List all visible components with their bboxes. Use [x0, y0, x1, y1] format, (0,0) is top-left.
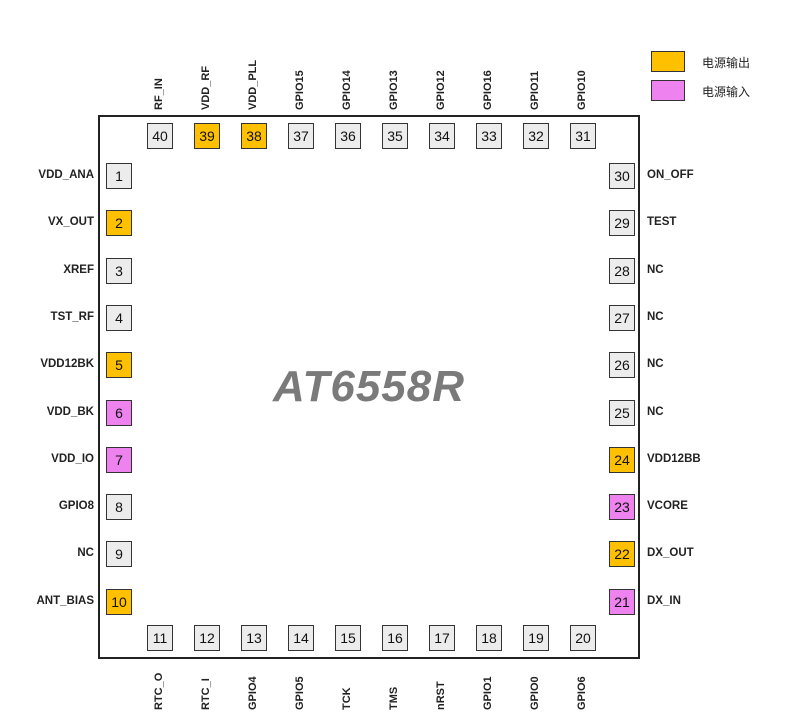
pin-28-box: 28	[609, 257, 635, 284]
pin-32-box: 32	[523, 123, 549, 149]
pin-4-label: TST_RF	[50, 310, 94, 323]
pin-3-label: XREF	[63, 263, 94, 276]
pin-18-label: GPIO1	[482, 676, 494, 710]
pin-9-box: 9	[106, 541, 132, 568]
pin-28-label: NC	[647, 263, 664, 276]
pin-16-box: 16	[382, 625, 408, 651]
chip-outline	[98, 115, 640, 659]
pin-24-box: 24	[609, 446, 635, 473]
pin-25-box: 25	[609, 399, 635, 426]
pin-5-box: 5	[106, 352, 132, 379]
pin-39-box: 39	[194, 123, 220, 149]
pin-4-box: 4	[106, 304, 132, 331]
pin-7-box: 7	[106, 446, 132, 473]
pin-37-box: 37	[288, 123, 314, 149]
pin-27-label: NC	[647, 310, 664, 323]
legend-label-input: 电源输入	[702, 85, 751, 99]
pin-14-box: 14	[288, 625, 314, 651]
pin-23-box: 23	[609, 494, 635, 521]
pin-32-label: GPIO11	[529, 70, 541, 110]
pin-9-label: NC	[77, 547, 94, 560]
pin-1-box: 1	[106, 163, 132, 189]
pin-22-label: DX_OUT	[647, 547, 694, 560]
pin-19-box: 19	[523, 625, 549, 651]
pin-24-label: VDD12BB	[647, 452, 701, 465]
pin-36-box: 36	[335, 123, 361, 149]
pin-2-label: VX_OUT	[47, 216, 94, 229]
pin-35-label: GPIO13	[388, 70, 400, 110]
pin-35-box: 35	[382, 123, 408, 149]
pin-17-box: 17	[429, 625, 455, 651]
pin-39-label: VDD_RF	[200, 65, 212, 110]
pin-20-box: 20	[570, 625, 596, 651]
pin-36-label: GPIO14	[341, 70, 353, 110]
pin-16-label: TMS	[388, 686, 400, 710]
pin-2-box: 2	[106, 210, 132, 237]
pin-27-box: 27	[609, 304, 635, 331]
pin-33-box: 33	[476, 123, 502, 149]
pin-25-label: NC	[647, 405, 664, 418]
pin-5-label: VDD12BK	[40, 358, 94, 371]
pin-13-box: 13	[241, 625, 267, 651]
pin-15-box: 15	[335, 625, 361, 651]
pin-33-label: GPIO16	[482, 70, 494, 110]
pin-19-label: GPIO0	[529, 676, 541, 710]
pin-12-label: RTC_I	[200, 678, 212, 710]
pin-20-label: GPIO6	[576, 676, 588, 710]
pin-8-box: 8	[106, 494, 132, 521]
legend-swatch-input	[651, 80, 685, 101]
pin-40-box: 40	[147, 123, 173, 149]
pin-8-label: GPIO8	[58, 500, 94, 513]
pin-21-label: DX_IN	[647, 594, 681, 607]
legend-swatch-output	[651, 51, 685, 72]
pin-34-box: 34	[429, 123, 455, 149]
pin-17-label: nRST	[435, 681, 447, 710]
pin-15-label: TCK	[341, 687, 353, 710]
pin-29-box: 29	[609, 210, 635, 237]
pin-30-box: 30	[609, 163, 635, 189]
pin-11-label: RTC_O	[153, 672, 165, 710]
pin-12-box: 12	[194, 625, 220, 651]
pin-40-label: RF_IN	[153, 78, 165, 110]
pin-31-box: 31	[570, 123, 596, 149]
pin-38-box: 38	[241, 123, 267, 149]
pin-30-label: ON_OFF	[647, 169, 694, 181]
pin-6-box: 6	[106, 399, 132, 426]
pin-13-label: GPIO4	[247, 676, 259, 710]
pin-23-label: VCORE	[647, 500, 688, 513]
pin-31-label: GPIO10	[576, 70, 588, 110]
pin-1-label: VDD_ANA	[38, 169, 94, 181]
pin-37-label: GPIO15	[294, 70, 306, 110]
pin-3-box: 3	[106, 257, 132, 284]
pin-10-box: 10	[106, 588, 132, 615]
pin-29-label: TEST	[647, 216, 677, 229]
pin-26-box: 26	[609, 352, 635, 379]
pin-6-label: VDD_BK	[46, 405, 94, 418]
pin-34-label: GPIO12	[435, 70, 447, 110]
pin-14-label: GPIO5	[294, 676, 306, 710]
pin-38-label: VDD_PLL	[247, 59, 259, 110]
chip-name: AT6558R	[272, 362, 466, 411]
pin-22-box: 22	[609, 541, 635, 568]
pin-21-box: 21	[609, 588, 635, 615]
pin-7-label: VDD_IO	[51, 452, 94, 465]
pin-11-box: 11	[147, 625, 173, 651]
pin-10-label: ANT_BIAS	[36, 594, 94, 607]
pin-18-box: 18	[476, 625, 502, 651]
pin-26-label: NC	[647, 358, 664, 371]
legend-label-output: 电源输出	[702, 56, 751, 70]
